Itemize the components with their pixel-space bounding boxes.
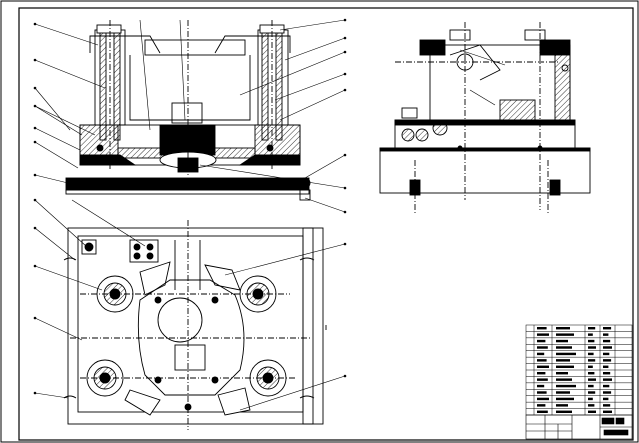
parts-list-cell-mark bbox=[603, 333, 609, 336]
front-section-view bbox=[65, 20, 311, 201]
parts-list-cell-mark bbox=[603, 397, 609, 401]
parts-list-cell-mark bbox=[603, 410, 612, 413]
parts-list bbox=[525, 324, 633, 416]
parts-list-cell-mark bbox=[588, 333, 593, 336]
center-boss bbox=[171, 102, 203, 124]
parts-list-cell-mark bbox=[603, 346, 612, 349]
parts-list-cell-mark bbox=[588, 365, 593, 368]
parts-list-cell-mark bbox=[537, 391, 547, 394]
parts-list-cell-mark bbox=[588, 404, 595, 407]
parts-list-cell-mark bbox=[588, 391, 596, 394]
parts-list-cell-mark bbox=[588, 352, 594, 356]
parts-list-cell-mark bbox=[556, 339, 568, 343]
parts-list-cell-mark bbox=[588, 339, 595, 343]
side-view bbox=[379, 22, 591, 215]
parts-list-cell-mark bbox=[537, 339, 546, 343]
parts-list-cell-mark bbox=[537, 333, 549, 336]
parts-list-cell-mark bbox=[556, 372, 568, 375]
parts-list-cell-mark bbox=[556, 365, 574, 368]
parts-list-cell-mark bbox=[537, 410, 548, 413]
plan-view bbox=[63, 220, 327, 430]
parts-list-cell-mark bbox=[588, 327, 596, 330]
leader-lines bbox=[33, 18, 506, 411]
parts-list-cell-mark bbox=[537, 327, 547, 330]
parts-list-cell-mark bbox=[603, 365, 609, 368]
parts-list-cell-mark bbox=[588, 410, 596, 413]
workpiece-outline bbox=[137, 279, 245, 396]
parts-list-cell-mark bbox=[537, 384, 545, 388]
parts-list-cell-mark bbox=[537, 404, 546, 407]
parts-list-cell-mark bbox=[556, 410, 572, 413]
parts-list-cell-mark bbox=[556, 352, 576, 356]
parts-list-cell-mark bbox=[556, 384, 576, 388]
parts-list-cell-mark bbox=[588, 372, 595, 375]
parts-list-cell-mark bbox=[603, 404, 611, 407]
parts-list-cell-mark bbox=[556, 359, 570, 362]
clamp-top-right bbox=[204, 264, 277, 313]
parts-list-cell-mark bbox=[603, 339, 611, 343]
clamp-bottom-right bbox=[217, 359, 287, 416]
parts-list-cell-mark bbox=[588, 378, 596, 381]
parts-list-cell-mark bbox=[556, 346, 572, 349]
parts-list-cell-mark bbox=[603, 327, 612, 330]
parts-list-cell-mark bbox=[537, 397, 549, 401]
parts-list-cell-mark bbox=[603, 391, 612, 394]
parts-list-cell-mark bbox=[603, 384, 610, 388]
parts-list-cell-mark bbox=[537, 352, 545, 356]
parts-list-cell-mark bbox=[603, 359, 612, 362]
parts-list-cell-mark bbox=[556, 327, 570, 330]
parts-list-cell-mark bbox=[588, 359, 596, 362]
parts-list-cell-mark bbox=[556, 397, 574, 401]
parts-list-cell-mark bbox=[556, 333, 574, 336]
parts-list-cell-mark bbox=[556, 404, 568, 407]
base-plate bbox=[65, 177, 310, 191]
parts-list-cell-mark bbox=[556, 378, 572, 381]
parts-list-cell-mark bbox=[556, 391, 570, 394]
title-block bbox=[525, 414, 633, 440]
parts-list-cell-mark bbox=[603, 352, 610, 356]
plan-outer-plate bbox=[67, 227, 314, 425]
parts-list-cell-mark bbox=[588, 397, 593, 401]
parts-list-cell-mark bbox=[537, 378, 548, 381]
parts-list-cell-mark bbox=[537, 365, 549, 368]
parts-list-cell-mark bbox=[588, 346, 596, 349]
parts-list-cell-mark bbox=[603, 378, 612, 381]
parts-list-cell-mark bbox=[537, 346, 548, 349]
parts-list-cell-mark bbox=[537, 372, 546, 375]
parts-list-cell-mark bbox=[603, 372, 611, 375]
inner-border bbox=[18, 7, 634, 441]
parts-list-cell-mark bbox=[588, 384, 594, 388]
parts-list-cell-mark bbox=[537, 359, 547, 362]
clamp-bottom-left bbox=[86, 359, 161, 416]
